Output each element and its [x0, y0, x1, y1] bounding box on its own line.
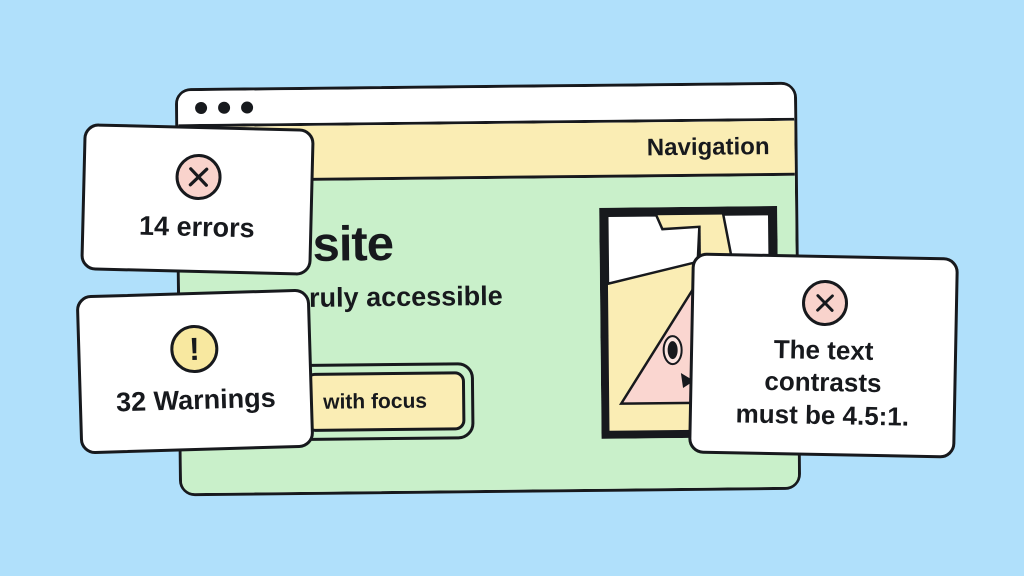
- error-x-icon: [174, 153, 222, 201]
- window-dot-icon[interactable]: [195, 101, 208, 114]
- contrast-card: The text contrasts must be 4.5:1.: [688, 252, 959, 459]
- warning-exclamation-icon: !: [169, 324, 220, 374]
- errors-card: 14 errors: [80, 123, 315, 276]
- window-dot-icon[interactable]: [241, 100, 254, 114]
- focused-button-label: with focus: [323, 389, 428, 414]
- focused-button[interactable]: with focus: [304, 371, 466, 432]
- page-title: site: [312, 216, 394, 272]
- page-subtitle: ruly accessible: [308, 280, 503, 313]
- errors-count-label: 14 errors: [138, 210, 255, 244]
- error-x-icon: [801, 279, 848, 327]
- navigation-label: Navigation: [646, 133, 770, 162]
- warnings-card: ! 32 Warnings: [75, 288, 315, 455]
- button-focus-ring: with focus: [295, 362, 475, 442]
- warnings-count-label: 32 Warnings: [115, 382, 277, 418]
- window-dot-icon[interactable]: [218, 101, 231, 114]
- contrast-message: The text contrasts must be 4.5:1.: [735, 333, 910, 432]
